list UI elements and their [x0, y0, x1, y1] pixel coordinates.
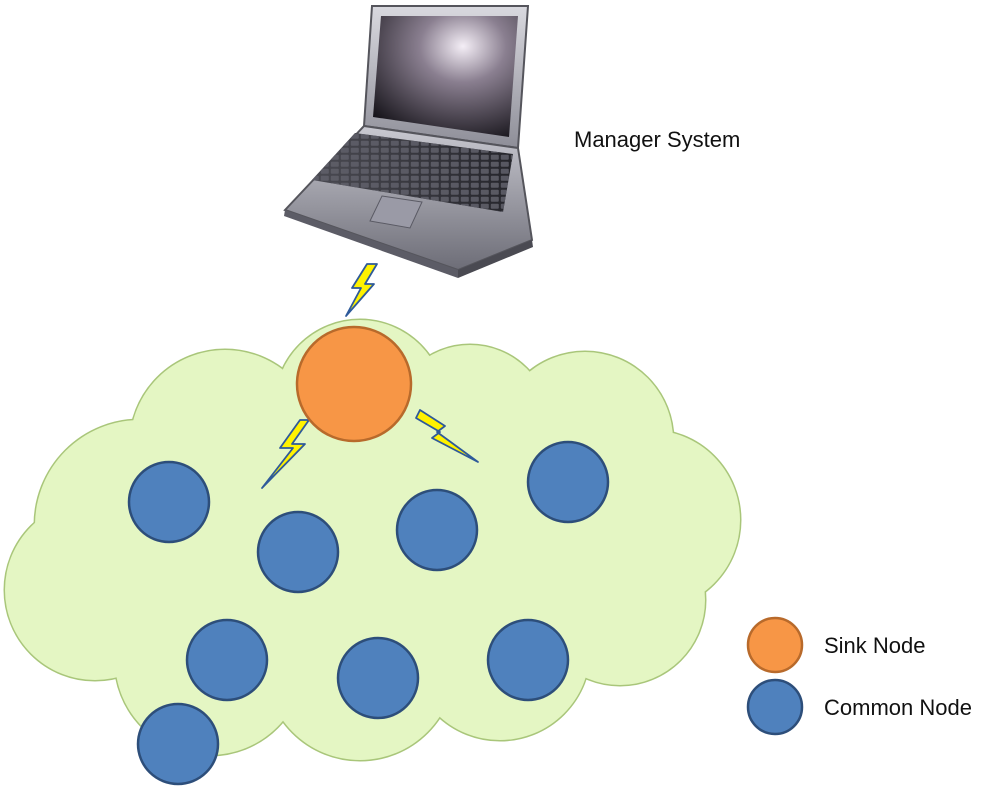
- lightning-bolt-icon: [415, 409, 479, 463]
- common-node: [127, 460, 211, 544]
- common-node: [185, 618, 269, 702]
- common-nodes: [127, 440, 610, 786]
- common-node: [336, 636, 420, 720]
- legend-common-label: Common Node: [824, 695, 972, 720]
- legend-sink-label: Sink Node: [824, 633, 926, 658]
- common-node: [526, 440, 610, 524]
- laptop-icon: [283, 5, 534, 278]
- legend: Sink Node Common Node: [746, 616, 972, 736]
- common-node: [256, 510, 340, 594]
- manager-system-label: Manager System: [574, 127, 740, 152]
- common-node: [486, 618, 570, 702]
- sink-node: [295, 325, 413, 443]
- common-node: [136, 702, 220, 786]
- legend-sink-swatch: [746, 616, 804, 674]
- lightning-bolt-icon: [345, 263, 378, 317]
- common-node: [395, 488, 479, 572]
- lightning-bolt-icon: [261, 419, 310, 489]
- legend-common-swatch: [746, 678, 804, 736]
